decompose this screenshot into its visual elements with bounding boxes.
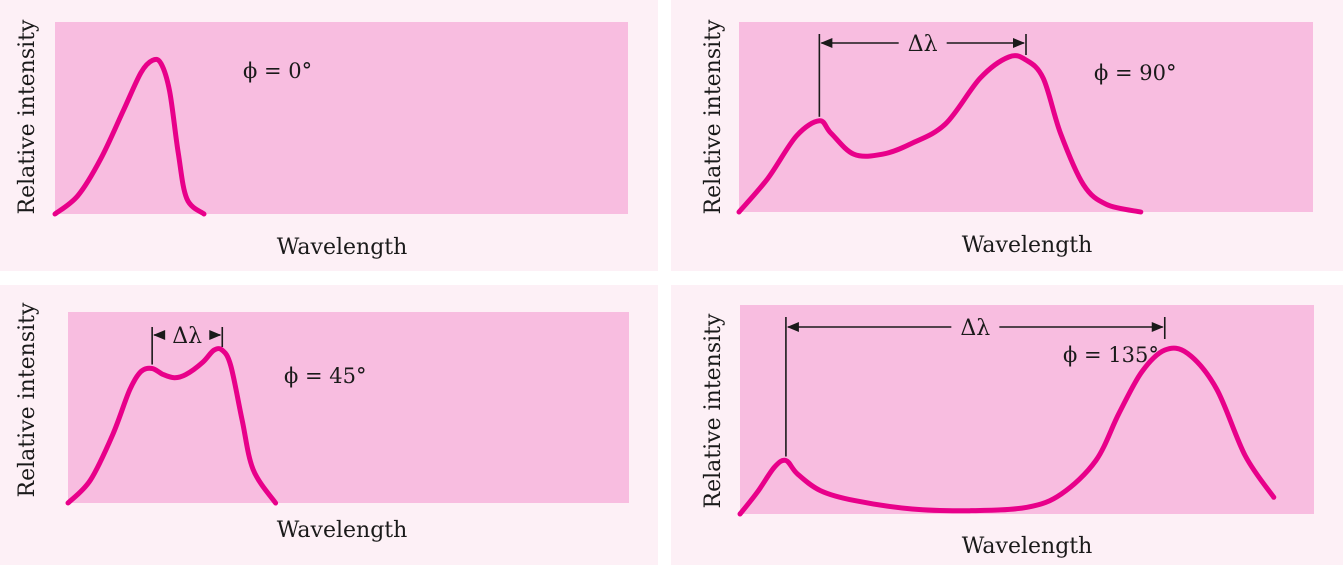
plot-area bbox=[68, 312, 629, 503]
arrowhead-left bbox=[786, 322, 799, 332]
arrowhead-right bbox=[1013, 38, 1025, 48]
delta-lambda-label: Δλ bbox=[960, 316, 990, 341]
x-axis-label: Wavelength bbox=[277, 518, 408, 543]
arrowhead-right bbox=[209, 330, 222, 340]
spectrum-curve bbox=[52, 56, 207, 217]
chart-phi-90: Δλ ϕ = 90° Wavelength Relative intensity bbox=[701, 19, 1313, 258]
spectrum-curve bbox=[737, 345, 1277, 517]
x-axis-label: Wavelength bbox=[962, 534, 1093, 559]
delta-lambda-label: Δλ bbox=[172, 324, 202, 349]
delta-lambda-label: Δλ bbox=[908, 32, 938, 57]
y-axis-label: Relative intensity bbox=[701, 19, 726, 214]
arrowhead-left bbox=[153, 330, 166, 340]
plot-area bbox=[55, 22, 628, 214]
plot-area bbox=[740, 305, 1314, 514]
x-axis-label: Wavelength bbox=[277, 235, 408, 260]
chart-phi-135: Δλ ϕ = 135° Wavelength Relative intensity bbox=[701, 305, 1314, 559]
arrowhead-right bbox=[1151, 322, 1164, 332]
chart-phi-0: ϕ = 0° Wavelength Relative intensity bbox=[15, 19, 628, 260]
phi-annotation: ϕ = 0° bbox=[243, 59, 312, 83]
y-axis-label: Relative intensity bbox=[15, 302, 40, 497]
phi-annotation: ϕ = 90° bbox=[1094, 61, 1176, 85]
panel-phi-135: Δλ ϕ = 135° Wavelength Relative intensity bbox=[671, 285, 1343, 565]
spectrum-curve bbox=[736, 53, 1144, 215]
panel-phi-90: Δλ ϕ = 90° Wavelength Relative intensity bbox=[671, 0, 1343, 271]
panel-phi-0: ϕ = 0° Wavelength Relative intensity bbox=[0, 0, 658, 271]
y-axis-label: Relative intensity bbox=[15, 19, 40, 214]
chart-phi-45: Δλ ϕ = 45° Wavelength Relative intensity bbox=[15, 302, 629, 543]
spectrum-curve bbox=[65, 346, 279, 506]
panel-phi-45: Δλ ϕ = 45° Wavelength Relative intensity bbox=[0, 285, 658, 565]
phi-annotation: ϕ = 45° bbox=[284, 364, 366, 388]
x-axis-label: Wavelength bbox=[962, 233, 1093, 258]
y-axis-label: Relative intensity bbox=[701, 313, 726, 508]
arrowhead-left bbox=[820, 38, 833, 48]
phi-annotation: ϕ = 135° bbox=[1063, 343, 1159, 367]
